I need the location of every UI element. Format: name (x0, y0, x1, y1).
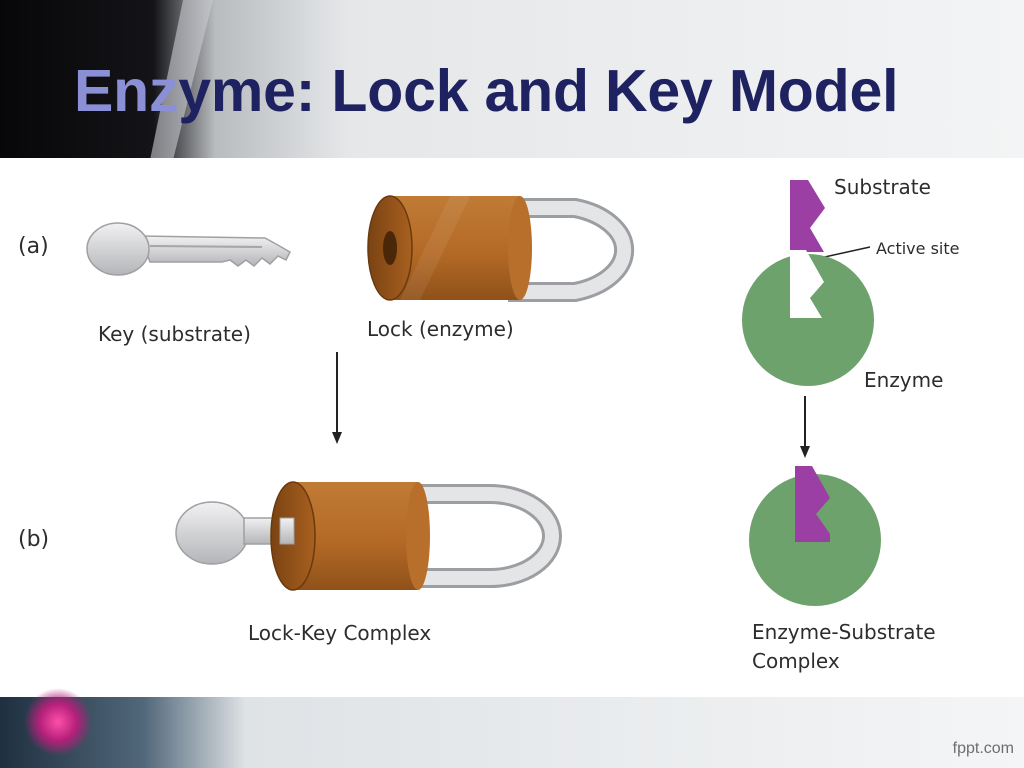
footer-brand: fppt.com (952, 740, 1014, 757)
active-site-label: Active site (876, 239, 959, 258)
part-b-label: (b) (18, 527, 49, 552)
enzyme-shape (742, 250, 874, 386)
decorative-orb (24, 688, 92, 756)
substrate-shape (790, 180, 825, 252)
enzyme-label: Enzyme (864, 368, 943, 392)
key-icon (86, 222, 291, 276)
enzyme-substrate-complex-shape (749, 466, 881, 606)
lock-and-key-diagram: (a) (b) Key (substrate) Lock (enzyme) (18, 175, 959, 673)
enzyme-substrate-label-line1: Enzyme-Substrate (752, 620, 936, 644)
lock-key-complex-label: Lock-Key Complex (248, 621, 431, 645)
substrate-label: Substrate (834, 175, 931, 199)
slide-title: Enzyme: Lock and Key Model (74, 58, 899, 124)
lock-label: Lock (enzyme) (367, 317, 514, 341)
key-label: Key (substrate) (98, 322, 251, 346)
padlock-icon (367, 195, 635, 302)
lock-key-complex-icon (175, 481, 562, 591)
enzyme-substrate-label-line2: Complex (752, 649, 840, 673)
part-a-label: (a) (18, 234, 49, 259)
